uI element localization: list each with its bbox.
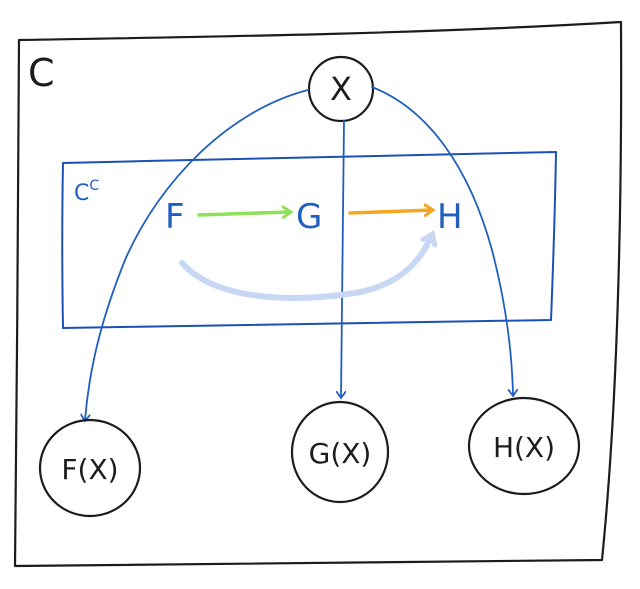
functor-h-label: H (437, 197, 463, 237)
arrow-g-to-h (348, 210, 432, 213)
image-gx-circle (290, 400, 390, 504)
arrow-f-to-g (197, 212, 290, 215)
arrow-x-to-gx (341, 120, 344, 397)
inner-category-box (61, 151, 557, 329)
image-gx-label: G(X) (309, 437, 372, 470)
image-fx-circle (38, 418, 142, 518)
inner-category-superscript: C (89, 178, 99, 194)
functor-f-label: F (165, 197, 185, 237)
outer-category-frame (13, 20, 623, 568)
image-hx-circle (467, 396, 581, 496)
object-x-circle (307, 55, 375, 123)
outer-category-label: C (28, 51, 55, 95)
image-fx-label: F(X) (61, 453, 118, 486)
arrow-x-to-hx (371, 86, 513, 395)
inner-category-label: CC (74, 178, 99, 206)
functor-g-label: G (296, 197, 322, 237)
image-hx-label: H(X) (493, 431, 555, 464)
arrow-x-to-fx (85, 89, 309, 420)
arrow-f-to-h-composite (179, 235, 432, 301)
object-x-label: X (330, 70, 352, 108)
